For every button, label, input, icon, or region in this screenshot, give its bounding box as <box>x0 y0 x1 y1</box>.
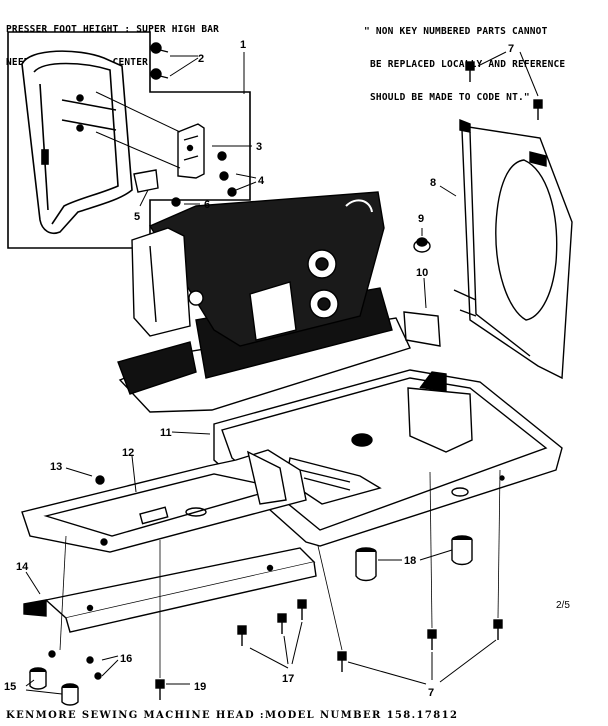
foot-18-right <box>451 535 473 566</box>
page-fraction: 2/5 <box>556 600 570 611</box>
presser-foot-height-line: PRESSER FOOT HEIGHT : SUPER HIGH BAR <box>6 24 220 35</box>
base-extension <box>21 449 307 553</box>
part-9-knob <box>413 237 431 253</box>
callout-6: 6 <box>204 199 210 211</box>
callout-8: 8 <box>430 177 436 189</box>
foot-18-left <box>355 547 377 582</box>
callout-7-bottom: 7 <box>428 687 434 699</box>
leader-7-top <box>477 51 507 67</box>
callout-4: 4 <box>258 175 265 187</box>
note-line-2: BE REPLACED LOCALLY AND REFERENCE <box>370 59 566 70</box>
machine-head <box>117 191 411 413</box>
callout-19: 19 <box>194 681 206 693</box>
leader-lines <box>95 52 257 207</box>
callout-17: 17 <box>282 673 294 685</box>
callout-12: 12 <box>122 447 134 459</box>
non-key-parts-note: " NON KEY NUMBERED PARTS CANNOT BE REPLA… <box>364 4 565 114</box>
exploded-guide-lines <box>59 469 501 678</box>
callout-5: 5 <box>134 211 140 223</box>
inset-small-parts <box>133 42 237 207</box>
callout-1: 1 <box>240 39 246 51</box>
callout-7-top: 7 <box>508 43 514 55</box>
thread-guide-bracket <box>177 123 205 179</box>
pulley-cover <box>453 118 573 380</box>
screws-17 <box>237 599 307 646</box>
screw-19 <box>155 679 165 700</box>
callout-15: 15 <box>4 681 16 693</box>
leader-11 <box>171 431 211 435</box>
callout-18: 18 <box>404 555 416 567</box>
callout-16: 16 <box>120 653 132 665</box>
note-line-1: " NON KEY NUMBERED PARTS CANNOT <box>364 26 548 37</box>
leader-13 <box>65 467 93 477</box>
hinge-bracket <box>23 547 317 633</box>
callout-11: 11 <box>160 427 172 439</box>
callout-10: 10 <box>416 267 428 279</box>
callout-13: 13 <box>50 461 62 473</box>
screw-7-top-left <box>465 61 475 82</box>
callout-2: 2 <box>198 53 204 65</box>
callout-9: 9 <box>418 213 424 225</box>
inset-frame <box>7 31 251 249</box>
screw-7-top-right <box>533 99 543 120</box>
callout-14: 14 <box>16 561 29 573</box>
part-10-pad <box>403 311 441 347</box>
screws-7-bottom <box>337 619 503 672</box>
footer-model-caption: KENMORE SEWING MACHINE HEAD :MODEL NUMBE… <box>6 710 459 721</box>
note-line-3: SHOULD BE MADE TO CODE NT." <box>370 92 530 103</box>
leader-12 <box>131 455 137 493</box>
face-cover <box>21 50 133 235</box>
callout-3: 3 <box>256 141 262 153</box>
leader-8 <box>439 185 457 197</box>
feet-15-16 <box>29 650 102 706</box>
